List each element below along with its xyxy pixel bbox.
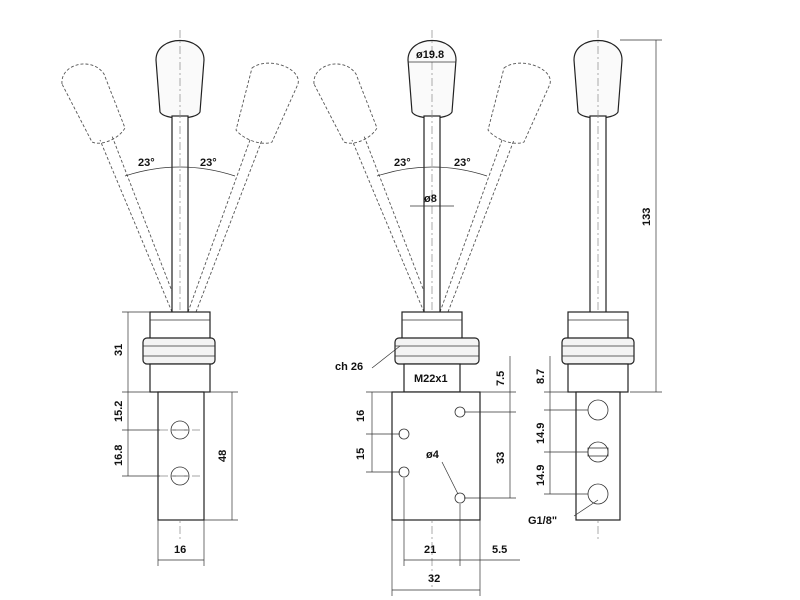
dim-port-span: 33 xyxy=(495,452,507,464)
left-angle-label-1: 23° xyxy=(138,157,155,169)
left-valve-body xyxy=(157,391,205,521)
right-hex-nut xyxy=(561,337,635,365)
dim-rod-dia: ø8 xyxy=(424,193,437,205)
dim-pitch-2: 14.9 xyxy=(535,465,547,486)
dim-body-5-5: 5.5 xyxy=(492,544,507,556)
middle-valve-body xyxy=(391,391,481,521)
dim-port-15: 15 xyxy=(355,448,367,460)
dim-16-8: 16.8 xyxy=(113,445,125,466)
dim-body-21: 21 xyxy=(424,544,436,556)
dim-16-width: 16 xyxy=(174,544,186,556)
dim-31: 31 xyxy=(113,344,125,356)
middle-angle-label-2: 23° xyxy=(454,157,471,169)
left-angle-label-2: 23° xyxy=(200,157,217,169)
middle-ghost-lever-right xyxy=(439,62,551,313)
left-ghost-lever-right xyxy=(187,62,299,313)
dim-body-32: 32 xyxy=(428,573,440,585)
dim-port-dia: ø4 xyxy=(426,449,440,461)
middle-ghost-lever-left xyxy=(313,63,433,313)
dim-offset-8-7: 8.7 xyxy=(535,369,547,384)
middle-hex-nut xyxy=(394,337,480,365)
right-valve-body xyxy=(575,391,621,521)
dim-15-2: 15.2 xyxy=(113,401,125,422)
middle-view: ø19.8 ø8 23° 23° ch 26 M22x1 xyxy=(313,30,551,596)
dim-total-height: 133 xyxy=(641,208,653,226)
dim-knob-dia: ø19.8 xyxy=(416,49,444,61)
middle-angle-label-1: 23° xyxy=(394,157,411,169)
right-view: 133 8.7 14.9 14.9 G1/8" xyxy=(528,30,662,540)
right-collar xyxy=(561,311,635,393)
left-ghost-lever-left xyxy=(61,63,181,313)
left-hex-nut xyxy=(142,337,216,365)
dim-pitch-1: 14.9 xyxy=(535,423,547,444)
dim-48: 48 xyxy=(217,450,229,462)
dim-port-top: 7.5 xyxy=(495,371,507,386)
dim-port-thread: G1/8" xyxy=(528,515,557,527)
left-collar xyxy=(142,311,216,393)
left-lever xyxy=(155,30,205,540)
dim-thread: M22x1 xyxy=(414,373,448,385)
left-view: 23° 23° 31 15.2 16.8 48 16 xyxy=(61,30,299,566)
middle-collar xyxy=(394,311,480,393)
dim-port-16: 16 xyxy=(355,410,367,422)
dim-wrench: ch 26 xyxy=(335,361,363,373)
